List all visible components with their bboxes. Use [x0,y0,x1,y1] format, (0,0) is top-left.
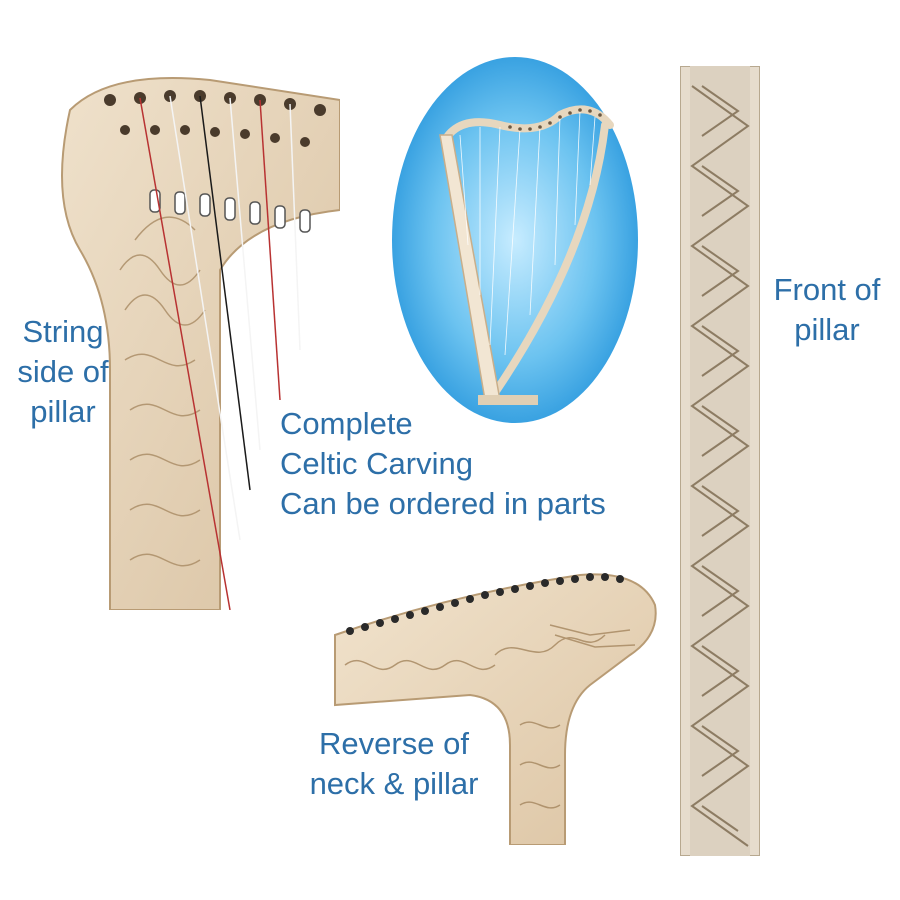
caption-front-of-pillar: Front of pillar [773,272,881,347]
caption-reverse-of-neck-and-pillar: Reverse of neck & pillar [309,726,479,801]
photo-complete-harp [392,57,638,423]
caption-string-side: String side of pillar [17,314,109,429]
photo-string-side-of-pillar [61,77,340,610]
caption-complete-celtic-carving: Complete Celtic Carving Can be ordered i… [280,406,606,521]
photo-reverse-of-neck-and-pillar [334,573,657,845]
photo-front-of-pillar [680,66,760,856]
